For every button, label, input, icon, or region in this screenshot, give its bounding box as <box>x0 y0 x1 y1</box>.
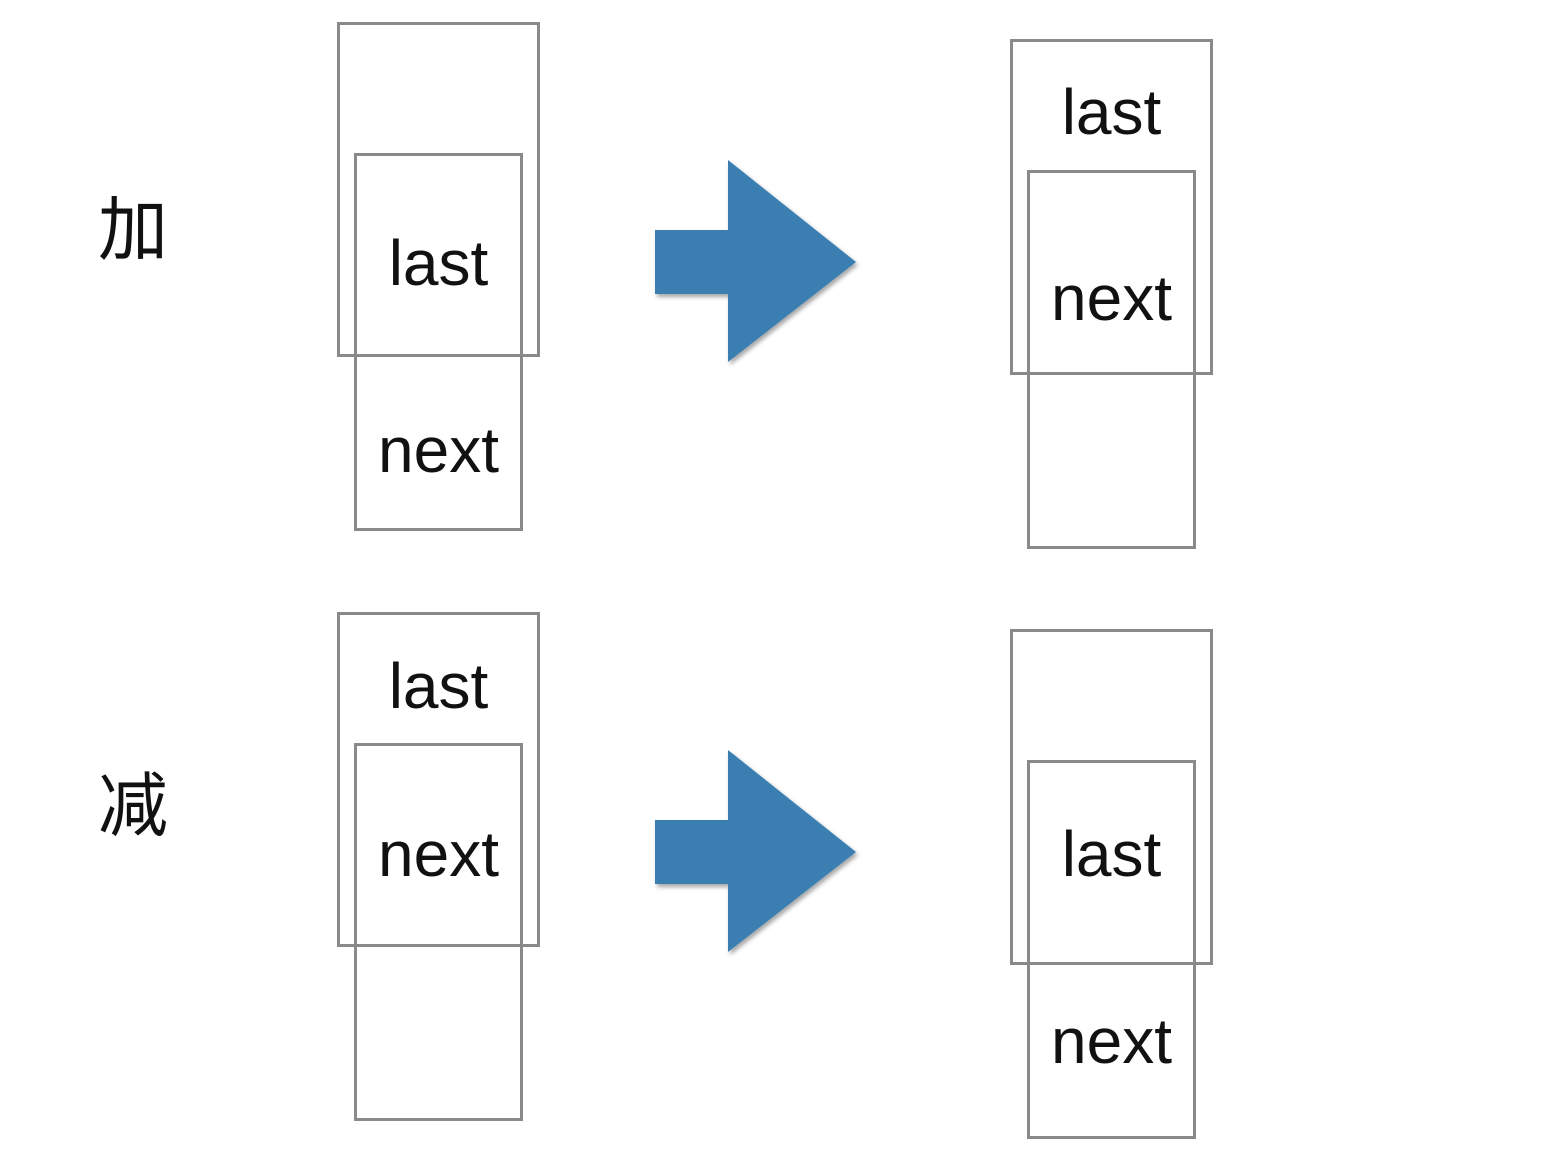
subtract-before-last-label: last <box>388 650 489 722</box>
row-label-add: 加 <box>98 189 168 271</box>
right-arrow-icon <box>655 750 856 952</box>
subtract-before-inner-box <box>354 743 523 1121</box>
subtract-after-inner-box <box>1027 760 1196 1139</box>
row-label-subtract: 减 <box>98 765 168 847</box>
subtract-after-outer-box <box>1010 629 1213 965</box>
add-after-outer-box <box>1010 39 1213 375</box>
subtract-after-next-label: next <box>1051 1005 1172 1077</box>
add-before-next-label: next <box>378 414 499 486</box>
add-before-outer-box <box>337 22 540 357</box>
add-after-inner-box <box>1027 170 1196 549</box>
add-after-last-label: last <box>1061 76 1162 148</box>
subtract-before-next-label: next <box>378 818 499 890</box>
subtract-before-outer-box <box>337 612 540 947</box>
add-before-inner-box <box>354 153 523 531</box>
subtract-after-last-label: last <box>1061 818 1162 890</box>
add-before-last-label: last <box>388 227 489 299</box>
add-after-next-label: next <box>1051 262 1172 334</box>
right-arrow-icon <box>655 160 856 362</box>
